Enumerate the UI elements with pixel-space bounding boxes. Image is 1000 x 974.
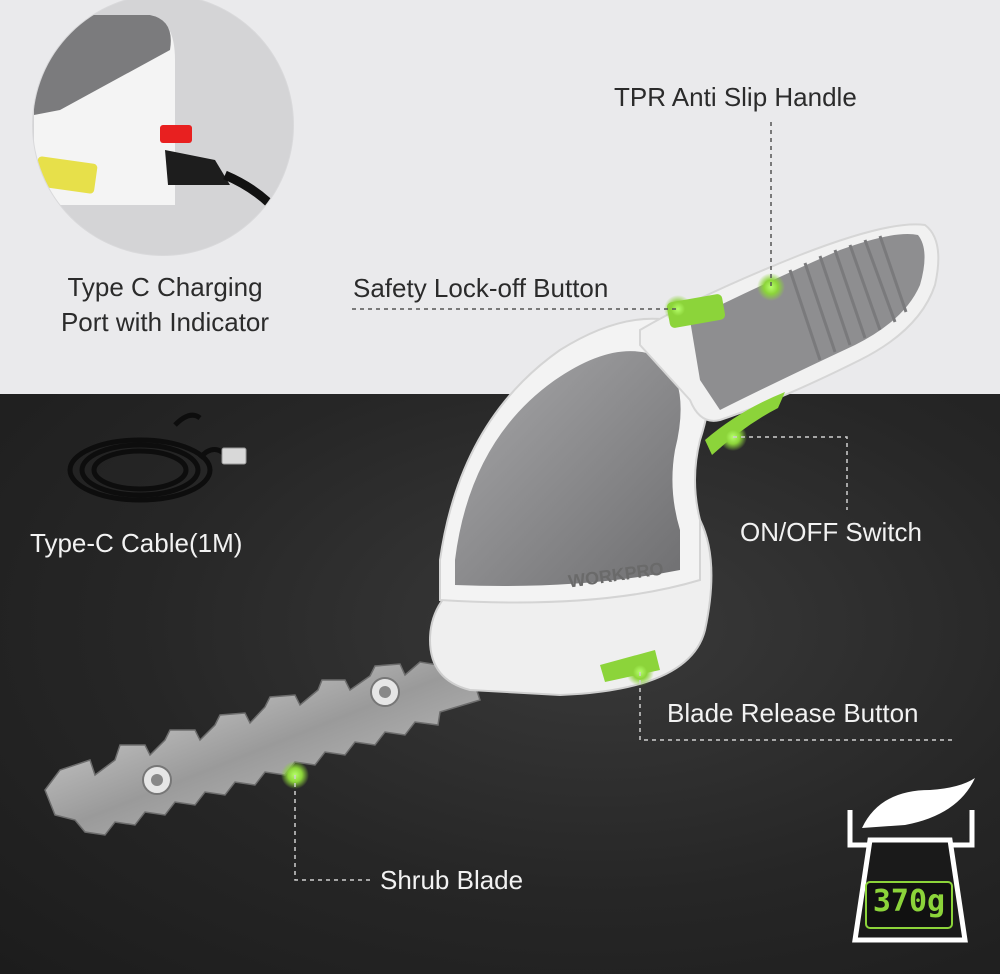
feather-icon: [862, 778, 975, 828]
type-c-port-label-line1: Type C Charging: [67, 272, 263, 302]
weight-scale-icon: [847, 778, 975, 943]
safety-lock-label: Safety Lock-off Button: [353, 273, 609, 303]
type-c-port-label-line2: Port with Indicator: [60, 307, 270, 337]
weight-value: 370g: [872, 884, 946, 919]
leader-lines: [294, 122, 955, 881]
shrub-blade: [44, 661, 481, 836]
on-off-switch-label: ON/OFF Switch: [740, 517, 923, 547]
coiled-cable-icon: [67, 412, 247, 503]
usb-c-plug-icon: [165, 150, 230, 185]
cable-label: Type-C Cable(1M): [30, 528, 243, 558]
charging-port-closeup: [32, 0, 294, 256]
tpr-handle-label: TPR Anti Slip Handle: [614, 82, 857, 112]
blade-release-label: Blade Release Button: [667, 698, 919, 728]
red-indicator-led: [160, 125, 192, 143]
callout-markers: [281, 273, 785, 789]
shrub-blade-label: Shrub Blade: [380, 865, 524, 895]
